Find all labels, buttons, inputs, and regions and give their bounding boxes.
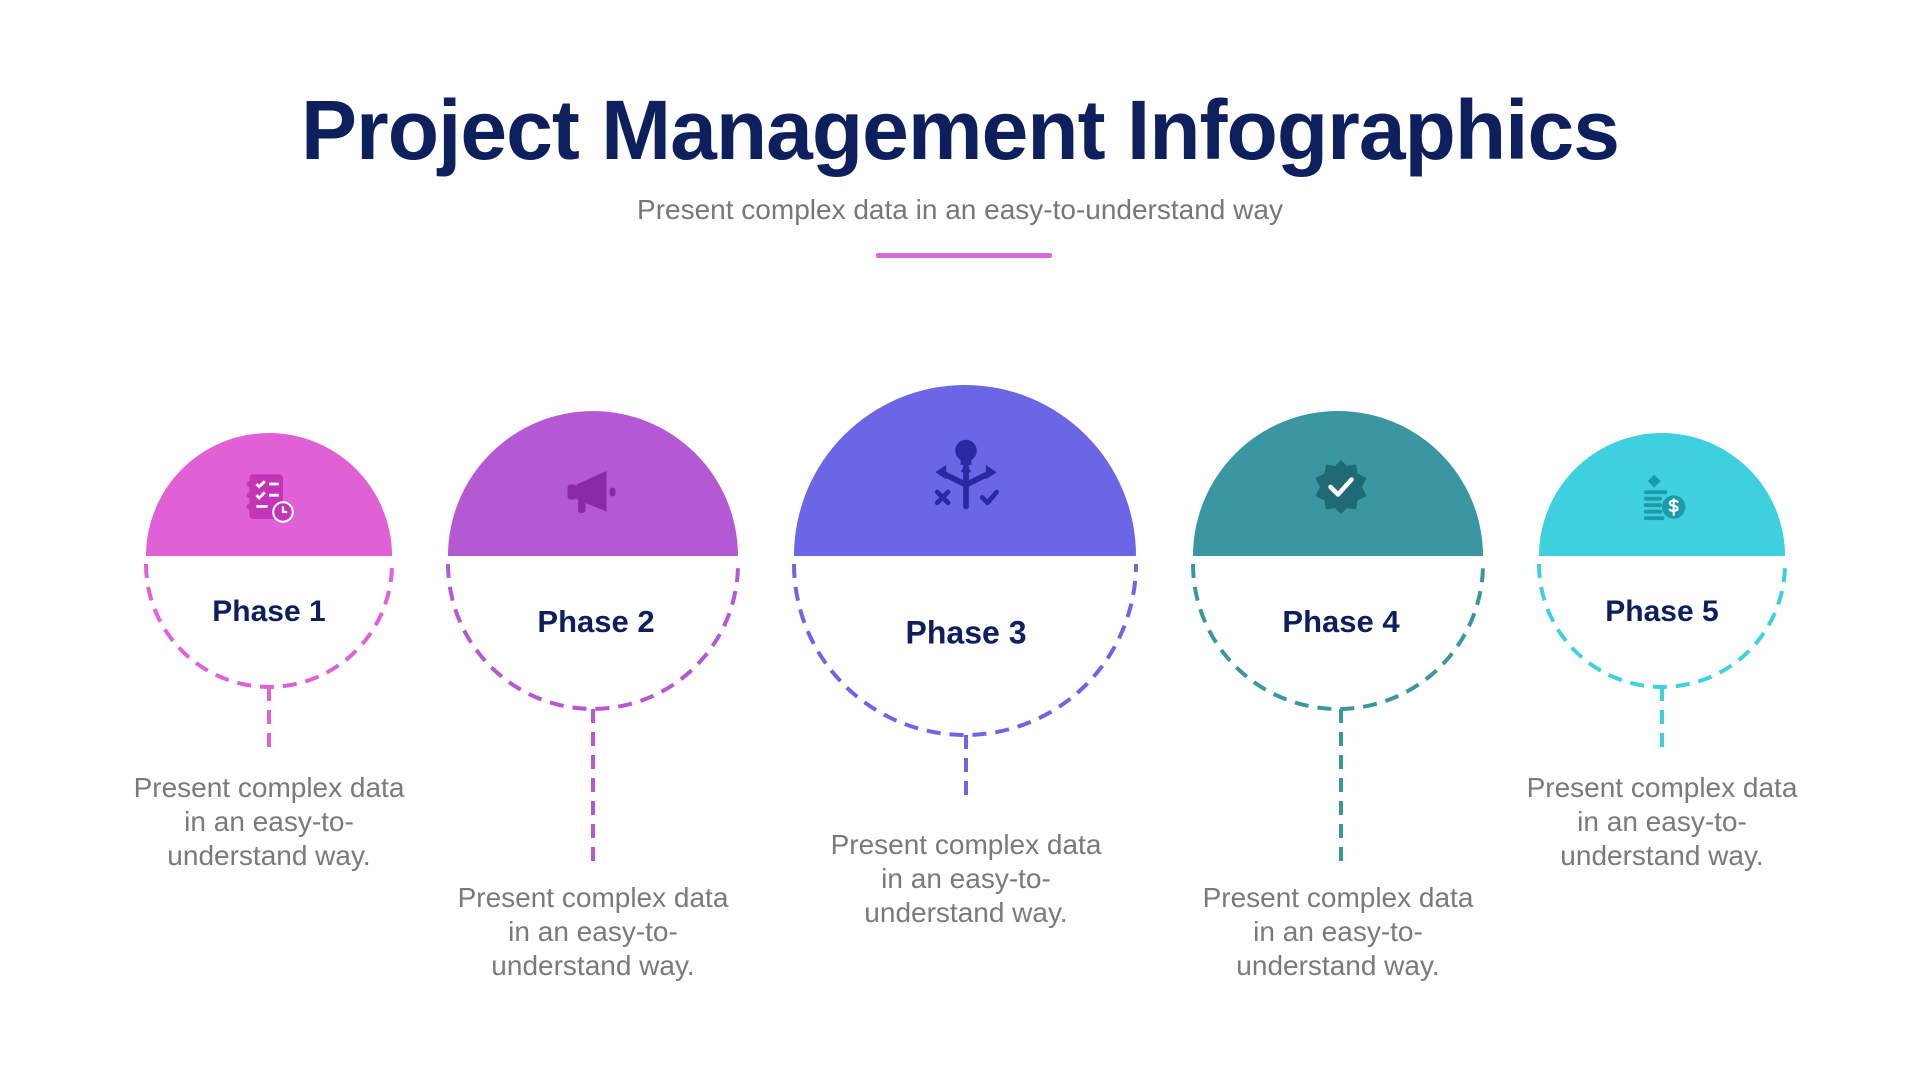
phase-3: Phase 3 [792,385,1138,800]
phase-5-cap [1539,433,1785,556]
phase-2-ring [446,563,740,711]
phase-2-label: Phase 2 [537,604,654,639]
phase-4: Phase 4 [1191,411,1485,864]
phase-5-description: Present complex data in an easy-to-under… [1526,772,1798,871]
phase-4-label: Phase 4 [1282,604,1400,639]
phase-3-label: Phase 3 [906,614,1027,650]
title-divider [876,253,1052,258]
phase-3-description: Present complex data in an easy-to-under… [830,829,1102,928]
phase-4-description: Present complex data in an easy-to-under… [1202,882,1474,981]
phase-5: Phase 5 [1537,433,1787,752]
phase-2: Phase 2 [446,411,740,864]
phase-1: Phase 1 [144,433,394,752]
phase-1-description: Present complex data in an easy-to-under… [133,772,405,871]
page-subtitle: Present complex data in an easy-to-under… [637,194,1283,225]
phase-3-ring [792,563,1138,737]
phase-5-label: Phase 5 [1605,595,1718,628]
phase-1-label: Phase 1 [212,595,325,628]
page-title: Project Management Infographics [301,83,1620,177]
phase-4-ring [1191,563,1485,711]
phase-2-description: Present complex data in an easy-to-under… [457,882,729,981]
